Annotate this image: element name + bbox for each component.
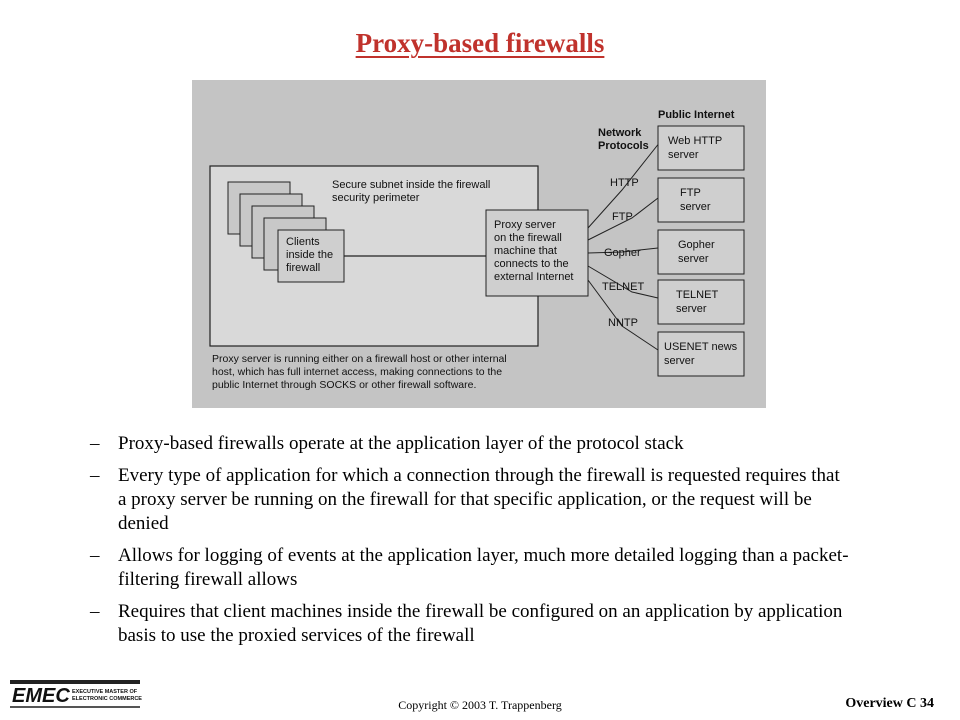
diagram-canvas: Clients inside the firewall Secure subne… [209, 109, 745, 391]
nntp-link [587, 279, 659, 351]
bullet-text: Allows for logging of events at the appl… [118, 545, 849, 590]
ftp-server-box [657, 177, 745, 223]
protocol-gopher-label: Gopher [604, 247, 641, 259]
caption-line-3: public Internet through SOCKS or other f… [212, 379, 476, 391]
server-telnet-label-2: server [676, 303, 707, 315]
server-telnet-label-1: TELNET [676, 289, 718, 301]
bullet-text: Requires that client machines inside the… [118, 601, 843, 646]
logo-subtitle-2: ELECTRONIC COMMERCE [72, 696, 142, 702]
server-gopher-label-1: Gopher [678, 239, 715, 251]
protocol-telnet-label: TELNET [602, 281, 644, 293]
logo-underline [10, 706, 140, 708]
gopher-server-box [657, 229, 745, 275]
ftp-link [587, 197, 659, 241]
server-usenet-label-2: server [664, 355, 695, 367]
bullet-item: –Proxy-based firewalls operate at the ap… [90, 432, 850, 456]
http-link [587, 141, 661, 229]
logo-wordmark: EMEC [12, 685, 70, 707]
proxy-label-2: on the firewall [494, 232, 562, 244]
slide-title: Proxy-based firewalls [355, 28, 605, 58]
bullet-text: Every type of application for which a co… [118, 465, 840, 534]
client-label-3: firewall [286, 262, 320, 274]
telnet-link [587, 265, 659, 299]
server-web-label-1: Web HTTP [668, 135, 722, 147]
gopher-link [587, 247, 659, 254]
client-label-1: Clients [286, 236, 320, 248]
proxy-firewall-diagram: Clients inside the firewall Secure subne… [192, 80, 766, 408]
proxy-label-5: external Internet [494, 271, 574, 283]
client-label-2: inside the [286, 249, 333, 261]
bullet-marker: – [90, 545, 100, 566]
server-web-label-2: server [668, 149, 699, 161]
network-protocols-label-1: Network [598, 127, 642, 139]
bullet-item: –Allows for logging of events at the app… [90, 544, 850, 592]
secure-subnet-label-1: Secure subnet inside the firewall [332, 179, 490, 191]
proxy-label-1: Proxy server [494, 219, 556, 231]
bullet-list: –Proxy-based firewalls operate at the ap… [90, 432, 850, 656]
usenet-server-box [657, 331, 745, 377]
server-ftp-label-2: server [680, 201, 711, 213]
logo-bar [10, 680, 140, 684]
proxy-label-4: connects to the [494, 258, 569, 270]
bullet-marker: – [90, 601, 100, 622]
protocol-ftp-label: FTP [612, 211, 633, 223]
emec-logo: EMEC EXECUTIVE MASTER OF ELECTRONIC COMM… [10, 680, 142, 708]
bullet-text: Proxy-based firewalls operate at the app… [118, 433, 684, 454]
network-protocols-label-2: Protocols [598, 140, 649, 152]
secure-subnet-label-2: security perimeter [332, 192, 420, 204]
server-usenet-label-1: USENET news [664, 341, 738, 353]
server-gopher-label-2: server [678, 253, 709, 265]
bullet-marker: – [90, 465, 100, 486]
bullet-item: –Requires that client machines inside th… [90, 600, 850, 648]
client-box [277, 229, 345, 283]
page-number: Overview C 34 [845, 696, 934, 711]
proxy-label-3: machine that [494, 245, 557, 257]
protocol-http-label: HTTP [610, 177, 639, 189]
telnet-server-box [657, 279, 745, 325]
bullet-marker: – [90, 433, 100, 454]
logo-subtitle-1: EXECUTIVE MASTER OF [72, 689, 138, 695]
bullet-item: –Every type of application for which a c… [90, 464, 850, 536]
public-internet-label: Public Internet [658, 109, 735, 121]
caption-line-1: Proxy server is running either on a fire… [212, 353, 507, 365]
copyright: Copyright © 2003 T. Trappenberg [398, 698, 562, 712]
web-http-server-box [657, 125, 745, 171]
protocol-nntp-label: NNTP [608, 317, 638, 329]
caption-line-2: host, which has full internet access, ma… [212, 366, 502, 378]
server-ftp-label-1: FTP [680, 187, 701, 199]
